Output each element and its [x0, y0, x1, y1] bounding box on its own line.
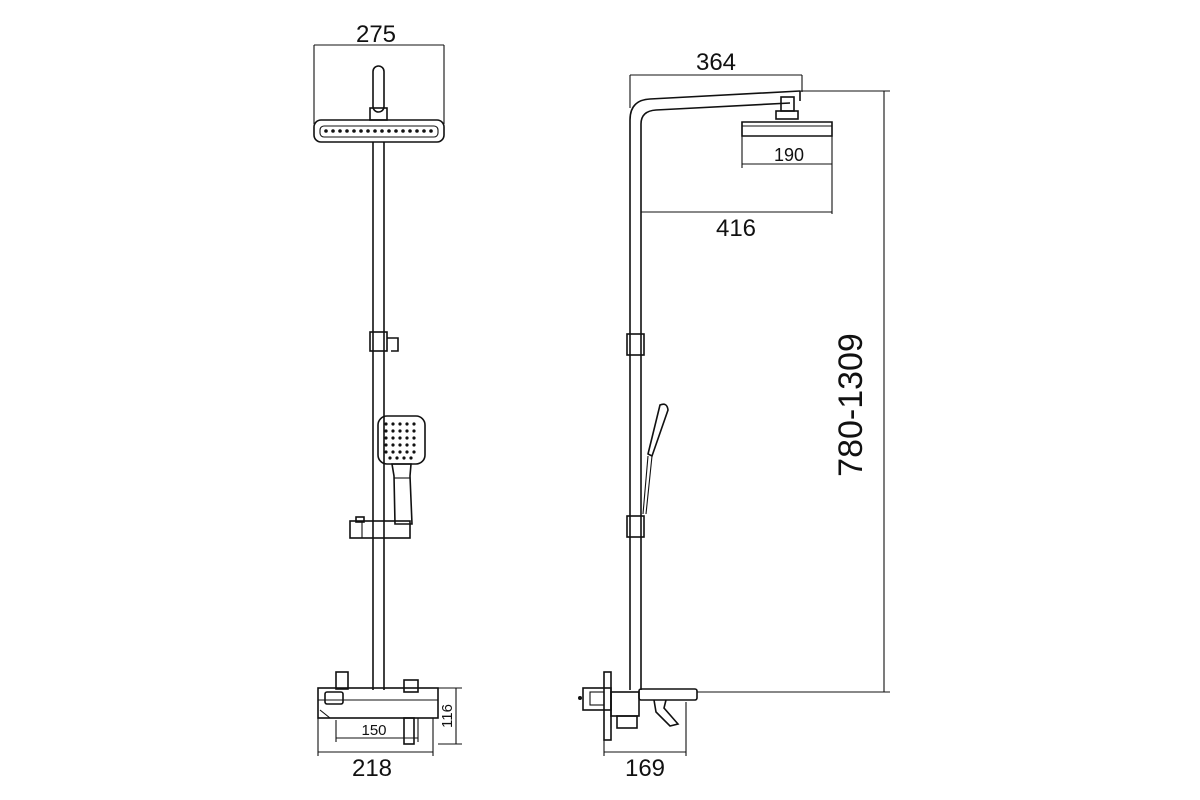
- mixer-width-label: 218: [352, 755, 392, 782]
- slide-bracket-front: [349, 516, 411, 539]
- rain-shower-head-side: 190: [741, 96, 833, 214]
- riser-pipe-front: [372, 142, 385, 690]
- hand-shower-front: [377, 415, 426, 525]
- dimension-height-range: 780-1309: [697, 90, 890, 693]
- dimension-head-width: 275: [313, 21, 445, 124]
- dimension-mixer-depth: 169: [603, 702, 687, 782]
- dimension-arm-reach: 364: [629, 49, 803, 108]
- height-adjust-clamp-side: [626, 333, 645, 356]
- head-depth-label: 190: [774, 145, 804, 165]
- arm-reach-label: 364: [696, 49, 736, 76]
- dimension-head-reach: 416: [641, 211, 832, 242]
- height-adjust-clamp-front: [369, 331, 399, 352]
- dimension-mixer-width: 218: [317, 718, 434, 782]
- hand-shower-side: [642, 403, 669, 515]
- side-view: 364 190 416: [578, 49, 890, 782]
- head-width-label: 275: [356, 21, 396, 48]
- front-view: 275: [313, 21, 462, 782]
- thermostatic-mixer-front: [317, 671, 439, 745]
- thermostatic-mixer-side: [578, 671, 698, 741]
- dimension-slide-distance: 150: [335, 718, 419, 742]
- dimension-mixer-height: 116: [438, 687, 462, 745]
- mixer-depth-label: 169: [625, 755, 665, 782]
- slide-bracket-side: [626, 515, 645, 538]
- height-range-label: 780-1309: [832, 333, 870, 477]
- mixer-height-label: 116: [439, 704, 456, 728]
- slide-distance-label: 150: [361, 722, 386, 739]
- rain-shower-head-front: [313, 65, 445, 143]
- head-reach-label: 416: [716, 215, 756, 242]
- riser-and-arm-side: [629, 90, 801, 690]
